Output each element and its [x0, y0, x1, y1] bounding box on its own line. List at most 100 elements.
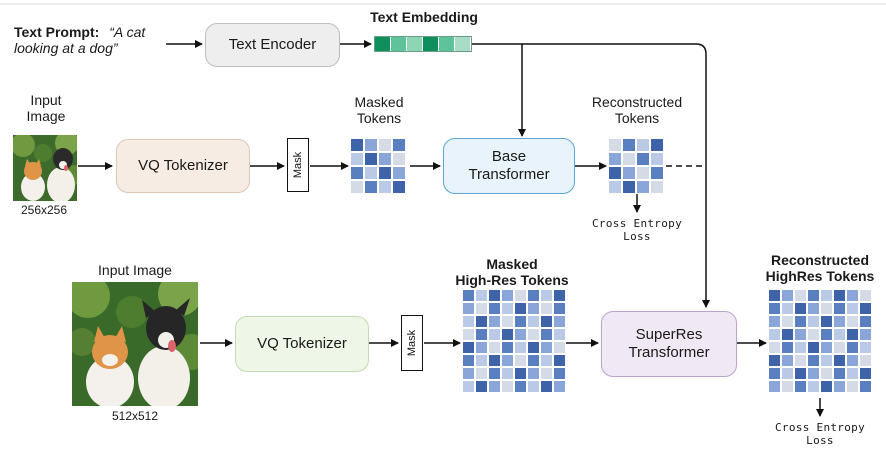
token-cell [834, 381, 845, 392]
token-cell [860, 342, 871, 353]
token-cell [365, 153, 377, 165]
token-cell [554, 355, 565, 366]
token-cell [847, 303, 858, 314]
token-cell [609, 139, 621, 151]
token-cell [769, 342, 780, 353]
stage1-vq-tokenizer-box: VQ Tokenizer [116, 139, 250, 193]
token-cell [476, 368, 487, 379]
token-cell [476, 381, 487, 392]
embedding-cell [407, 37, 423, 51]
token-cell [554, 316, 565, 327]
token-cell [651, 153, 663, 165]
embedding-cell [455, 37, 471, 51]
token-cell [528, 368, 539, 379]
token-cell [365, 181, 377, 193]
token-cell [821, 381, 832, 392]
token-cell [769, 355, 780, 366]
token-cell [541, 316, 552, 327]
token-cell [379, 167, 391, 179]
token-cell [782, 368, 793, 379]
token-cell [847, 316, 858, 327]
token-cell [515, 329, 526, 340]
token-cell [769, 381, 780, 392]
token-cell [860, 290, 871, 301]
token-cell [847, 342, 858, 353]
token-cell [502, 342, 513, 353]
token-cell [393, 181, 405, 193]
token-cell [795, 342, 806, 353]
token-cell [623, 153, 635, 165]
token-cell [847, 290, 858, 301]
stage2-vq-tokenizer-label: VQ Tokenizer [257, 335, 347, 352]
token-cell [860, 355, 871, 366]
token-cell [463, 303, 474, 314]
token-cell [489, 355, 500, 366]
stage2-input-label: Input Image [98, 262, 172, 278]
token-cell [541, 329, 552, 340]
stage2-mask-box: Mask [401, 315, 423, 371]
cat-dog-photo-large [72, 282, 198, 406]
text-encoder-label: Text Encoder [228, 36, 317, 53]
token-cell [476, 303, 487, 314]
token-cell [769, 303, 780, 314]
token-cell [609, 167, 621, 179]
token-cell [847, 329, 858, 340]
token-cell [528, 303, 539, 314]
token-cell [393, 153, 405, 165]
token-cell [795, 329, 806, 340]
token-cell [795, 290, 806, 301]
token-cell [821, 303, 832, 314]
token-cell [860, 303, 871, 314]
text-encoder-box: Text Encoder [205, 23, 340, 67]
token-cell [541, 342, 552, 353]
token-cell [502, 290, 513, 301]
token-cell [637, 181, 649, 193]
token-cell [528, 342, 539, 353]
token-cell [379, 139, 391, 151]
token-cell [637, 139, 649, 151]
token-cell [463, 368, 474, 379]
token-cell [795, 381, 806, 392]
token-cell [834, 368, 845, 379]
token-cell [502, 303, 513, 314]
stage1-size-label: 256x256 [20, 203, 68, 217]
token-cell [769, 290, 780, 301]
token-cell [528, 329, 539, 340]
token-cell [515, 381, 526, 392]
token-cell [463, 381, 474, 392]
token-cell [489, 329, 500, 340]
token-cell [834, 316, 845, 327]
token-cell [489, 290, 500, 301]
token-cell [476, 290, 487, 301]
token-cell [515, 303, 526, 314]
token-cell [847, 368, 858, 379]
arrow-embedding-to-superres [522, 43, 710, 308]
token-cell [554, 368, 565, 379]
token-cell [351, 153, 363, 165]
token-cell [795, 368, 806, 379]
token-cell [463, 316, 474, 327]
token-cell [489, 381, 500, 392]
token-cell [515, 342, 526, 353]
token-cell [834, 342, 845, 353]
token-cell [834, 290, 845, 301]
token-cell [463, 290, 474, 301]
token-cell [782, 303, 793, 314]
token-cell [489, 316, 500, 327]
token-cell [860, 381, 871, 392]
token-cell [808, 290, 819, 301]
token-cell [808, 316, 819, 327]
token-cell [351, 167, 363, 179]
token-cell [554, 290, 565, 301]
token-cell [502, 355, 513, 366]
token-cell [795, 303, 806, 314]
token-cell [502, 381, 513, 392]
token-cell [393, 167, 405, 179]
embedding-cell [439, 37, 455, 51]
